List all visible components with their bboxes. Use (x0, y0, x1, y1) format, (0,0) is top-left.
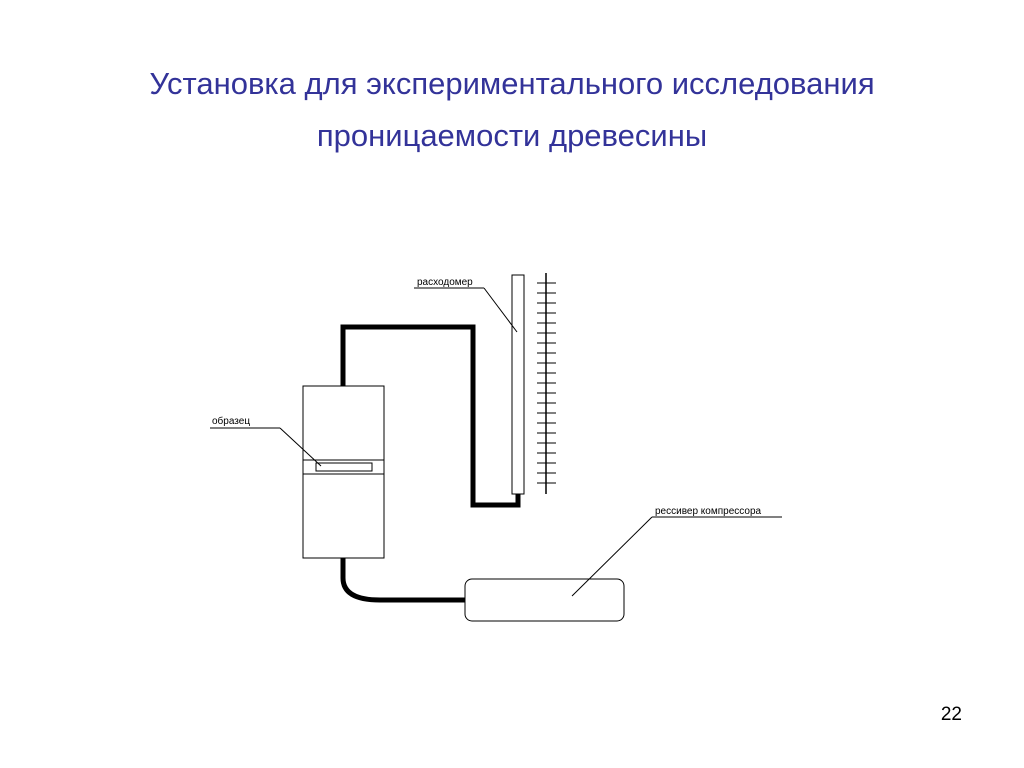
title-line-1: Установка для экспериментального исследо… (149, 66, 875, 101)
compressor-receiver (464, 578, 625, 622)
sample-specimen (315, 462, 373, 472)
slide-title: Установка для экспериментального исследо… (0, 58, 1024, 162)
sample-label: образец (212, 415, 250, 427)
sample-holder (302, 385, 385, 559)
pipe-cell-to-receiver (340, 558, 465, 603)
sample-leader-line (279, 427, 322, 467)
pipe-cell-to-flowmeter (340, 324, 521, 508)
receiver-label: рессивер компрессора (655, 506, 762, 517)
flowmeter-label: расходомер (417, 277, 473, 288)
flowmeter-tube (511, 274, 525, 495)
flowmeter-scale (537, 273, 556, 494)
flowmeter-leader-line (483, 287, 518, 333)
page-number: 22 (940, 704, 962, 725)
receiver-leader-line (571, 516, 653, 597)
title-line-2: проницаемости древесины (316, 118, 708, 153)
